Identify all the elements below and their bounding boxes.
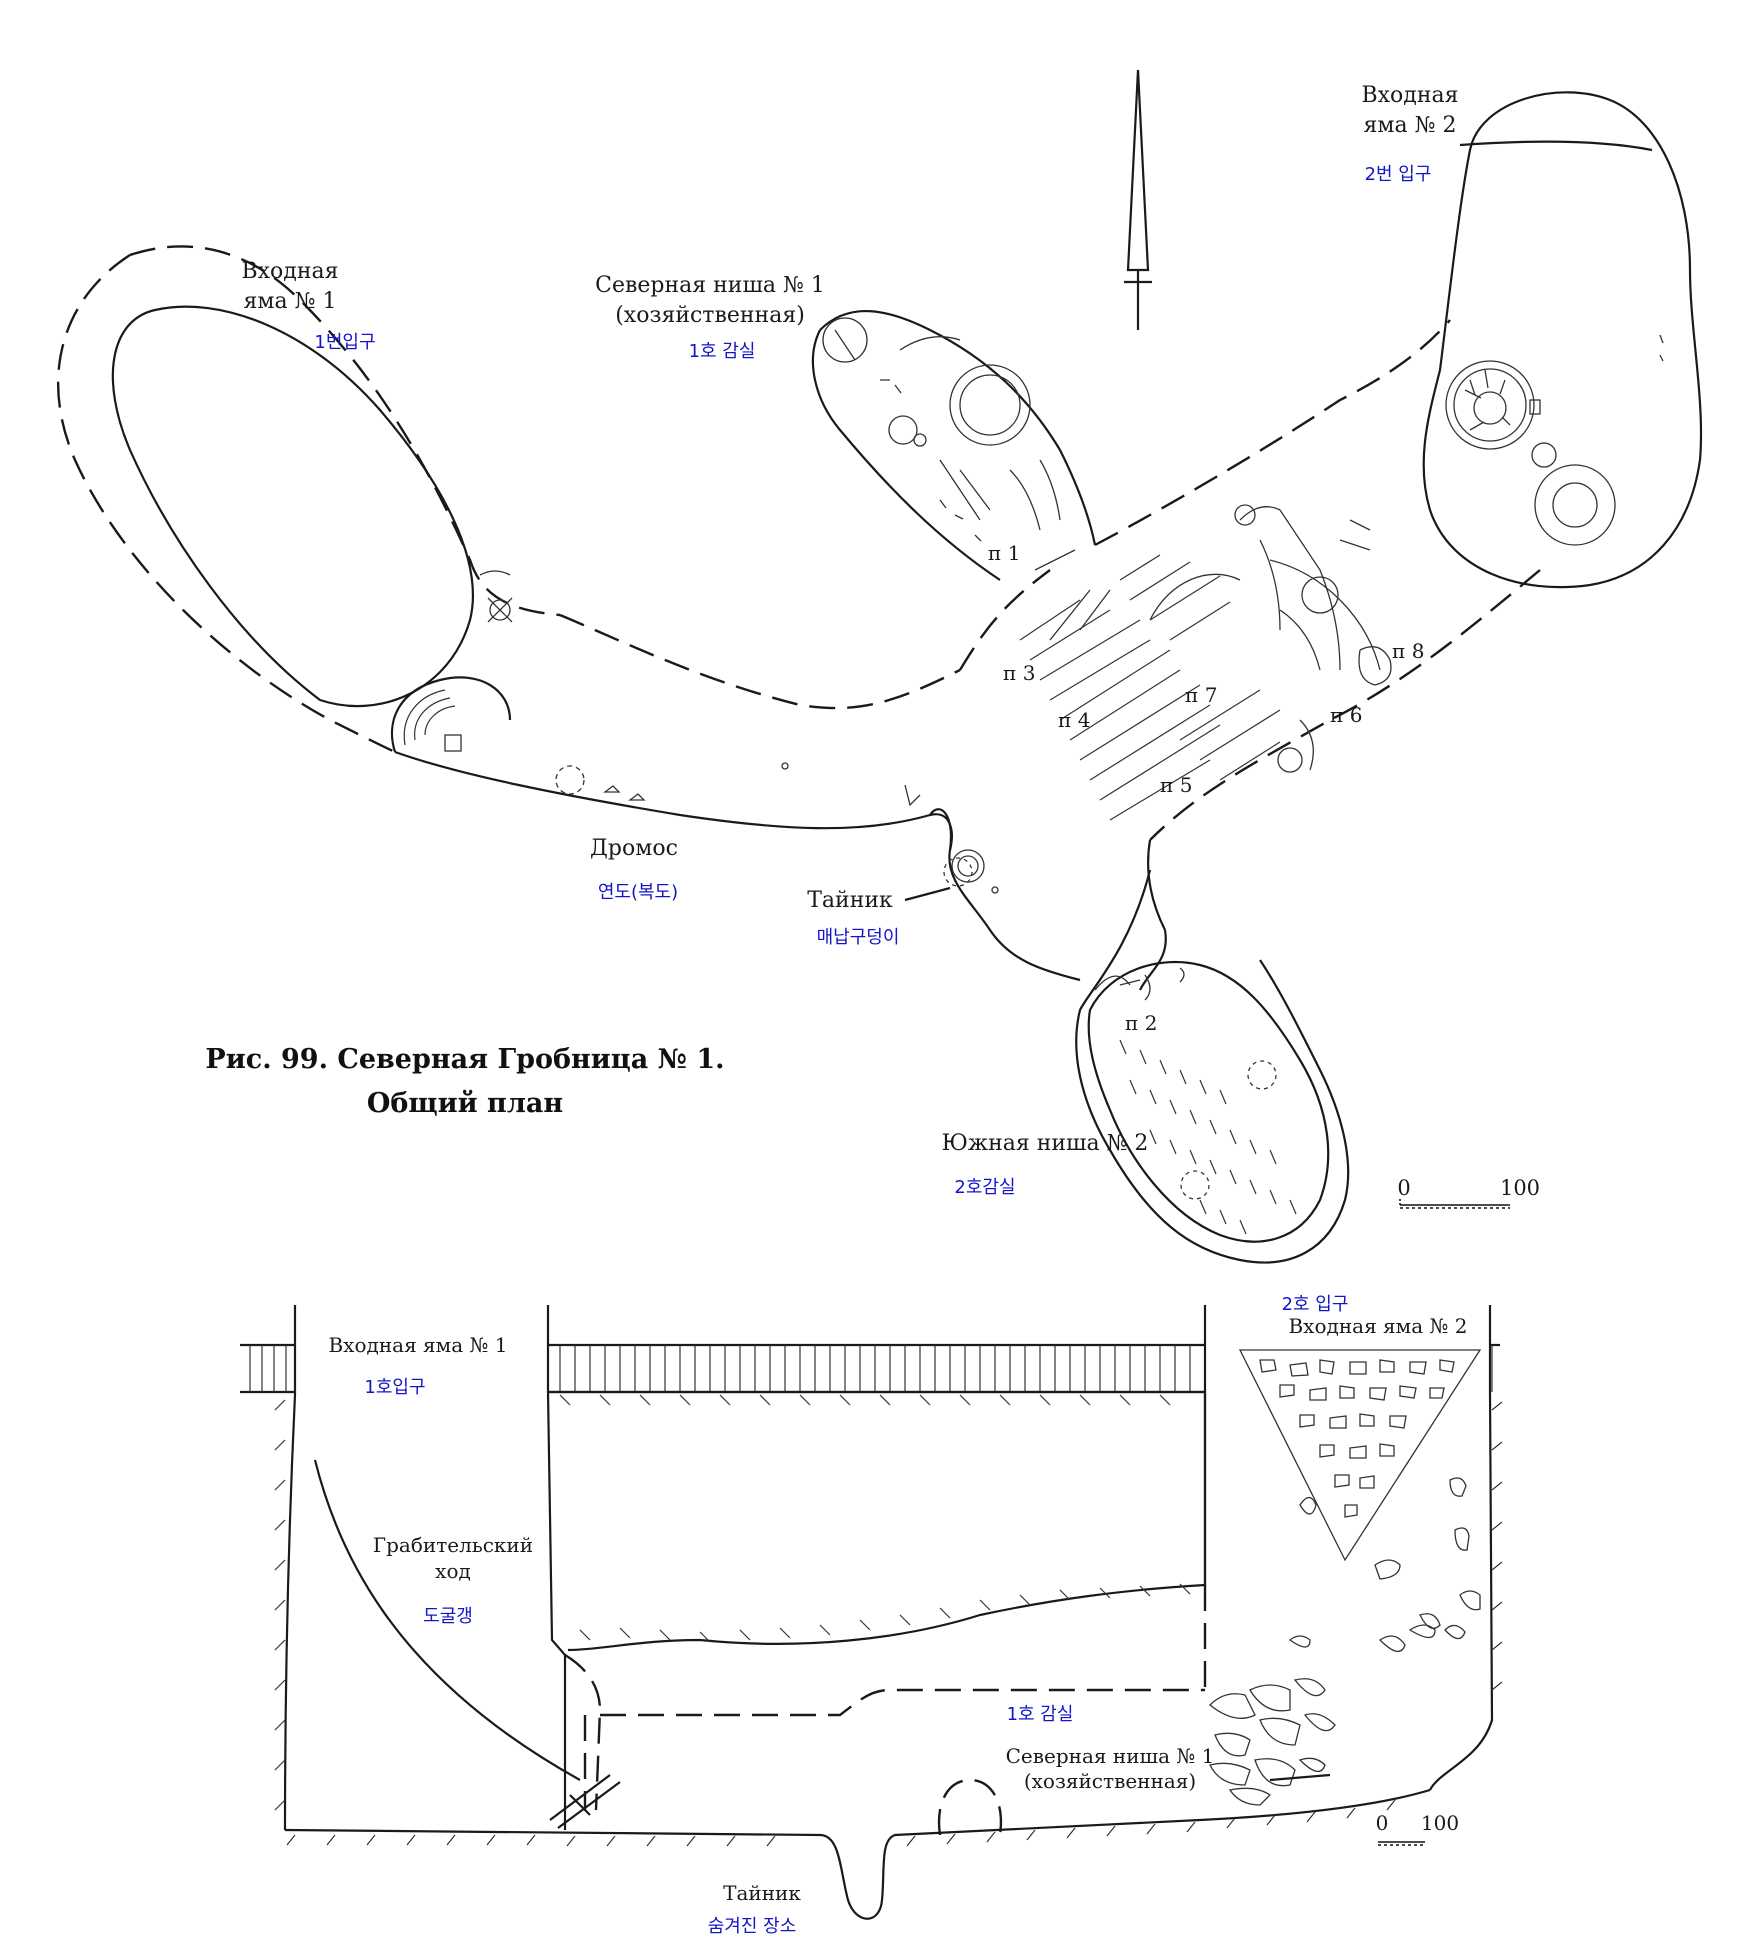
plan-caption-line2: Общий план	[367, 1088, 563, 1119]
section-robber-passage-label-line2: ход	[435, 1559, 471, 1583]
plan-scale-start: 0	[1397, 1176, 1410, 1200]
burial-label-4: п 4	[1058, 708, 1090, 732]
plan-scale-end: 100	[1500, 1176, 1540, 1200]
plan-caption-line1: Рис. 99. Северная Гробница № 1.	[205, 1044, 724, 1075]
burial-label-8: п 8	[1392, 639, 1424, 663]
finds-entry-1	[390, 570, 513, 753]
tomb-plan: Входная яма № 1 1번입구 Входная яма № 2 2번 …	[56, 69, 1703, 1264]
section-dromos-dashed	[600, 1688, 1205, 1717]
burial-label-3: п 3	[1003, 661, 1035, 685]
section-entry-pit-1	[274, 1305, 581, 1831]
section-north-niche-label-line1: Северная ниша № 1	[1006, 1744, 1215, 1768]
north-niche-1-outline	[811, 310, 1097, 581]
burial-label-7: п 7	[1185, 683, 1217, 707]
section-entry-pit-1-korean-label: 1호입구	[364, 1377, 425, 1398]
main-chamber-outline	[958, 319, 1541, 931]
south-niche-2-outline	[1075, 869, 1350, 1264]
section-robber-passage-label-line1: Грабительский	[373, 1533, 533, 1557]
section-entry-pit-2	[1203, 1305, 1503, 1806]
section-scale-end: 100	[1421, 1811, 1459, 1835]
north-arrow	[1124, 69, 1152, 330]
plan-cache-korean-label: 매납구덩이	[817, 927, 900, 948]
section-cache-label: Тайник	[723, 1881, 801, 1905]
plan-north-niche-korean-label: 1호 감실	[689, 341, 756, 362]
section-robber-passage-korean-label: 도굴갱	[423, 1606, 473, 1627]
plan-cache-label: Тайник	[807, 888, 893, 913]
entry-pit-2-outline	[1422, 91, 1703, 589]
plan-dromos-korean-label: 연도(복도)	[598, 882, 678, 903]
plan-cache-leader-line	[904, 886, 951, 902]
dromos-outline	[394, 613, 961, 851]
tomb-section: Входная яма № 1 1호입구 2호 입구 Входная яма №…	[240, 1294, 1503, 1937]
plan-entry-pit-2-korean-label: 2번 입구	[1365, 164, 1432, 185]
section-chamber-block	[548, 1390, 1207, 1652]
plan-entry-pit-2-label-line2: яма № 2	[1364, 113, 1457, 138]
burial-label-5: п 5	[1160, 773, 1192, 797]
section-scale-bar: 0 100	[1376, 1811, 1459, 1846]
section-north-niche-korean-label: 1호 감실	[1007, 1704, 1074, 1725]
plan-scale-bar: 0 100	[1397, 1176, 1540, 1209]
plan-north-niche-label-line1: Северная ниша № 1	[595, 273, 825, 298]
section-entry-pit-2-label: Входная яма № 2	[1288, 1314, 1467, 1338]
entry-pit-1-outline	[56, 245, 561, 754]
plan-entry-pit-1-korean-label: 1번입구	[314, 332, 375, 353]
burial-label-6: п 6	[1330, 703, 1362, 727]
section-scale-start: 0	[1376, 1811, 1389, 1835]
plan-north-niche-label-line2: (хозяйственная)	[615, 303, 805, 328]
section-floor	[284, 1774, 1431, 1920]
plan-entry-pit-1-label-line2: яма № 1	[244, 289, 337, 314]
plan-dromos-label: Дромос	[590, 836, 678, 861]
section-entry-pit-1-label: Входная яма № 1	[328, 1333, 507, 1357]
burial-label-1: п 1	[988, 541, 1020, 565]
section-cache-korean-label: 숨겨진 장소	[708, 1916, 797, 1937]
plan-south-niche-label: Южная ниша № 2	[942, 1131, 1149, 1156]
section-entry-pit-2-korean-label: 2호 입구	[1282, 1294, 1349, 1315]
section-robber-passage-dashed	[564, 1653, 602, 1811]
cache-plan-outline	[904, 784, 1081, 982]
burial-label-2: п 2	[1125, 1011, 1157, 1035]
plan-entry-pit-2-label-line1: Входная	[1361, 83, 1458, 108]
plan-entry-pit-1-label-line1: Входная	[241, 259, 338, 284]
plan-south-niche-korean-label: 2호감실	[954, 1177, 1015, 1198]
section-north-niche-label-line2: (хозяйственная)	[1024, 1769, 1196, 1793]
